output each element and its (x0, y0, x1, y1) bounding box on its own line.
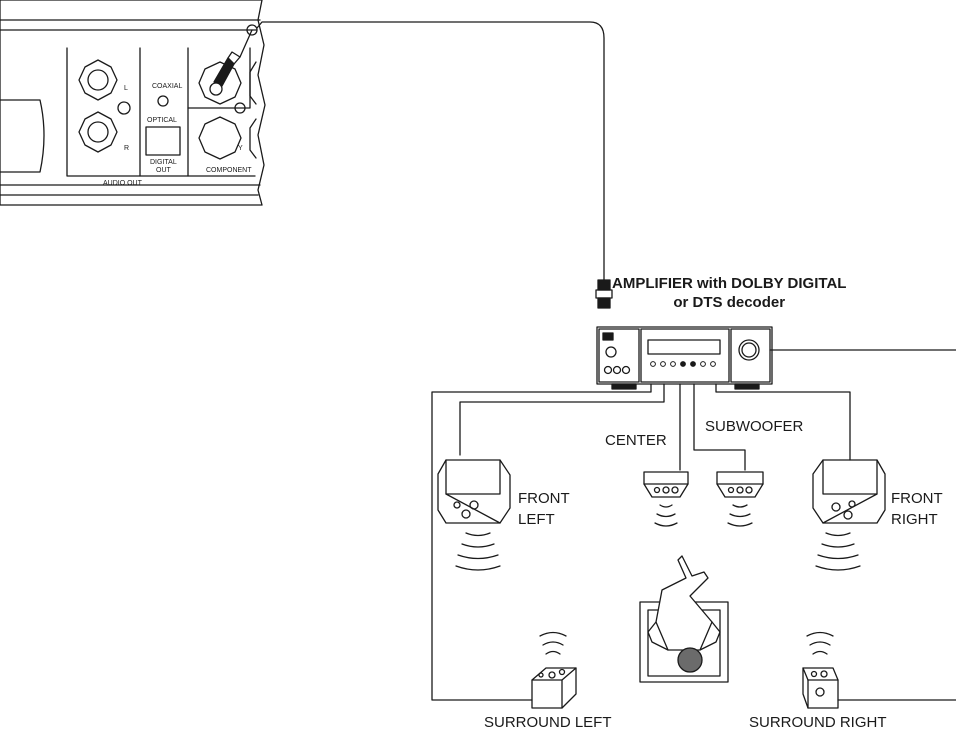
surround-right-sound-waves (806, 631, 834, 655)
right-channel-label: R (124, 145, 129, 152)
front-right-label-line2: RIGHT (891, 511, 938, 528)
front-left-sound-waves (455, 532, 501, 571)
listener-head-icon (677, 647, 703, 673)
player-rear-panel (0, 0, 266, 206)
front-right-sound-waves (815, 532, 861, 571)
surround-left-speaker-icon (531, 667, 577, 709)
coaxial-jack-icon (157, 95, 169, 107)
amplifier-title: AMPLIFIER with DOLBY DIGITAL or DTS deco… (612, 274, 846, 312)
front-left-label-line1: FRONT (518, 490, 570, 507)
front-left-label-line2: LEFT (518, 511, 555, 528)
surround-right-speaker-icon (802, 667, 839, 709)
surround-right-label: SURROUND RIGHT (749, 714, 887, 731)
amplifier-title-line2: or DTS decoder (673, 294, 786, 311)
front-right-speaker-icon (812, 459, 886, 524)
surround-left-label: SURROUND LEFT (484, 714, 612, 731)
surround-left-sound-waves (539, 631, 567, 655)
coax-plug-icon (209, 29, 253, 96)
speaker-wires (431, 349, 956, 701)
center-sound-waves (654, 504, 678, 527)
audio-out-label: AUDIO OUT (103, 180, 143, 187)
component-label: COMPONENT (206, 167, 252, 174)
listener-person-icon (647, 555, 721, 673)
amplifier-unit (596, 326, 773, 390)
left-channel-label: L (124, 85, 128, 92)
front-right-label-line1: FRONT (891, 490, 943, 507)
front-right-label: FRONT RIGHT (891, 488, 943, 530)
center-speaker-icon (643, 471, 689, 498)
audio-left-jack-icon (78, 59, 118, 101)
subwoofer-sound-waves (727, 504, 753, 527)
center-label: CENTER (605, 432, 667, 449)
volume-knob-icon (738, 339, 760, 361)
digital-out-label-1: DIGITAL (150, 159, 177, 166)
digital-out-label-2: OUT (156, 167, 172, 174)
front-left-label: FRONT LEFT (518, 488, 570, 530)
optical-label: OPTICAL (147, 117, 177, 124)
y-channel-label: Y (238, 145, 243, 152)
coax-cable (256, 21, 605, 281)
amp-input-plug-icon (595, 279, 613, 309)
coaxial-label: COAXIAL (152, 83, 182, 90)
subwoofer-label: SUBWOOFER (705, 418, 804, 435)
amplifier-title-line1: AMPLIFIER with DOLBY DIGITAL (612, 275, 847, 292)
front-left-speaker-icon (437, 459, 511, 524)
optical-port-icon (145, 126, 181, 156)
subwoofer-icon (716, 471, 764, 498)
audio-right-jack-icon (78, 111, 118, 153)
